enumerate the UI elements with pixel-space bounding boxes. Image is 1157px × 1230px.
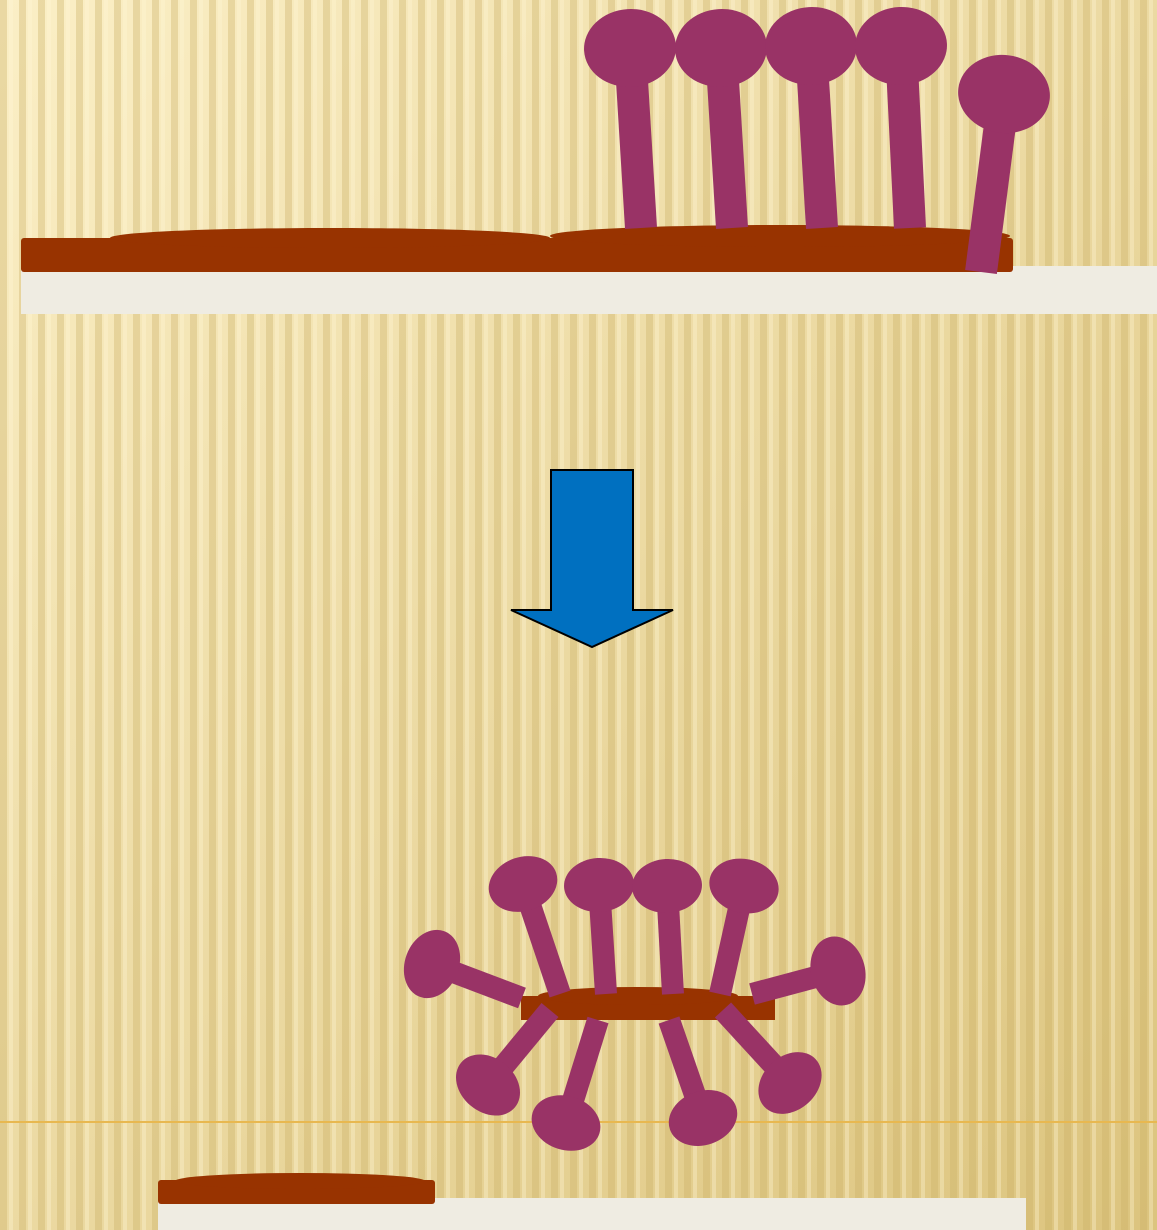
top-substrate-edge	[550, 225, 1010, 247]
top-surface	[21, 266, 1157, 314]
bottom-substrate-edge	[175, 1173, 425, 1189]
top-substrate-edge	[110, 228, 550, 248]
